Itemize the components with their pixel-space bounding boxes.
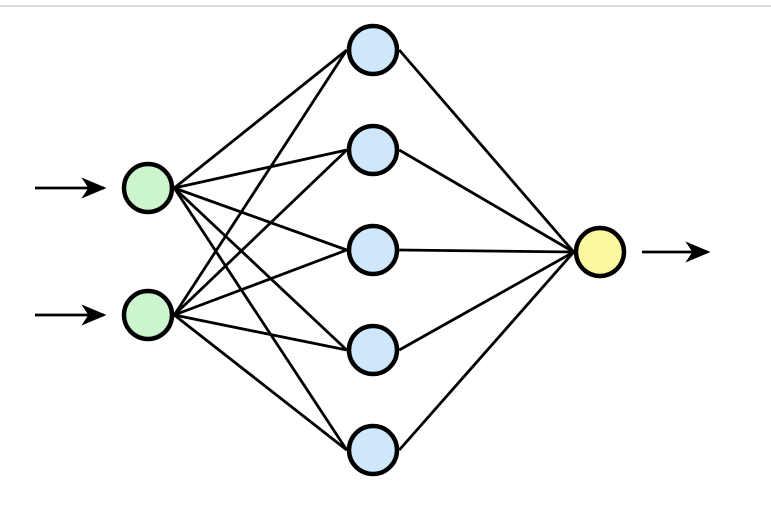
top-divider [0,5,771,7]
edge-i1-h5 [173,187,348,451]
edge-i2-h1 [173,49,348,316]
edge-i2-h3 [173,248,348,317]
hidden-node-h2 [346,123,400,177]
edge-h1-o1 [398,49,575,253]
arrows-group [35,177,711,326]
edge-h5-o1 [398,251,575,451]
output-node-o1 [573,225,627,279]
edge-i1-h2 [173,148,348,190]
hidden-node-h5 [346,423,400,477]
hidden-node-h3 [346,223,400,277]
edge-i2-h4 [173,313,348,352]
edge-i1-h1 [173,48,348,190]
hidden-node-h1 [346,23,400,77]
edge-h4-o1 [398,250,575,352]
input-node-i2 [121,288,175,342]
nodes-group [121,23,627,477]
edge-h3-o1 [399,248,574,254]
edge-i2-h2 [173,148,348,317]
edge-h2-o1 [398,148,575,254]
edge-i1-h3 [173,186,348,252]
edge-i1-h4 [173,186,348,352]
input-node-i1 [121,161,175,215]
hidden-node-h4 [346,323,400,377]
edges-group [173,48,575,452]
edge-i2-h5 [173,313,348,452]
